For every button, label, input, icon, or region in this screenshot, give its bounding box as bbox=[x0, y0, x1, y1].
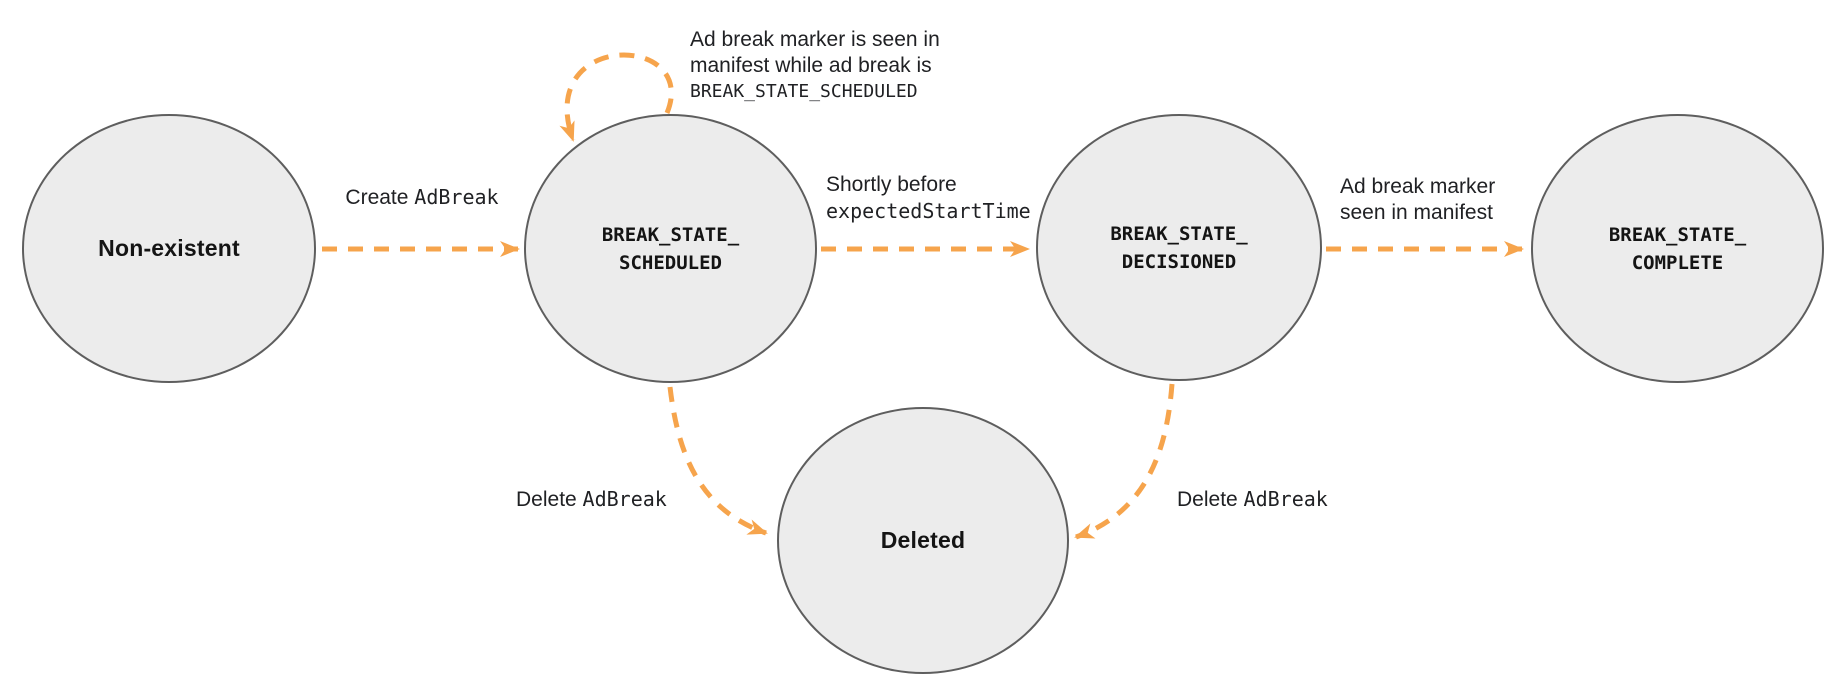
state-node-complete: BREAK_STATE_ COMPLETE bbox=[1531, 114, 1824, 383]
edge-label-create-code: AdBreak bbox=[414, 185, 499, 209]
edge-label-create-text: Create bbox=[345, 186, 415, 209]
state-node-deleted: Deleted bbox=[777, 407, 1069, 674]
edge-label-self-loop-line2: manifest while ad break is bbox=[690, 54, 932, 77]
arrow-scheduled-to-deleted bbox=[667, 386, 768, 536]
state-label-scheduled: BREAK_STATE_ SCHEDULED bbox=[601, 223, 740, 274]
edge-label-create-adbreak: Create AdBreak bbox=[322, 184, 522, 211]
edge-label-shortly-before-text: Shortly before bbox=[826, 173, 957, 196]
edge-label-shortly-before: Shortly before expectedStartTime bbox=[826, 172, 1031, 224]
state-label-deleted: Deleted bbox=[880, 527, 966, 553]
edge-label-delete-left-code: AdBreak bbox=[582, 487, 667, 511]
state-node-decisioned: BREAK_STATE_ DECISIONED bbox=[1036, 114, 1322, 381]
edge-label-delete-right: Delete AdBreak bbox=[1177, 486, 1328, 513]
edge-label-delete-left-text: Delete bbox=[516, 488, 583, 511]
edge-label-self-loop: Ad break marker is seen in manifest whil… bbox=[690, 27, 940, 105]
state-node-non-existent: Non-existent bbox=[22, 114, 316, 383]
edge-label-delete-right-code: AdBreak bbox=[1243, 487, 1328, 511]
edge-label-self-loop-code: BREAK_STATE_SCHEDULED bbox=[690, 81, 918, 102]
edge-label-delete-left: Delete AdBreak bbox=[516, 486, 667, 513]
edge-label-delete-right-text: Delete bbox=[1177, 488, 1244, 511]
state-node-scheduled: BREAK_STATE_ SCHEDULED bbox=[524, 114, 817, 383]
state-label-decisioned: BREAK_STATE_ DECISIONED bbox=[1110, 222, 1248, 273]
state-label-non-existent: Non-existent bbox=[98, 235, 240, 261]
edge-label-marker-seen: Ad break marker seen in manifest bbox=[1340, 174, 1495, 226]
edge-label-self-loop-line1: Ad break marker is seen in bbox=[690, 28, 940, 51]
state-label-complete: BREAK_STATE_ COMPLETE bbox=[1608, 223, 1747, 274]
edge-label-marker-seen-line1: Ad break marker bbox=[1340, 175, 1496, 198]
arrow-decisioned-to-deleted bbox=[1074, 383, 1175, 540]
edge-label-shortly-before-code: expectedStartTime bbox=[826, 199, 1031, 223]
edge-label-marker-seen-line2: seen in manifest bbox=[1340, 201, 1493, 224]
